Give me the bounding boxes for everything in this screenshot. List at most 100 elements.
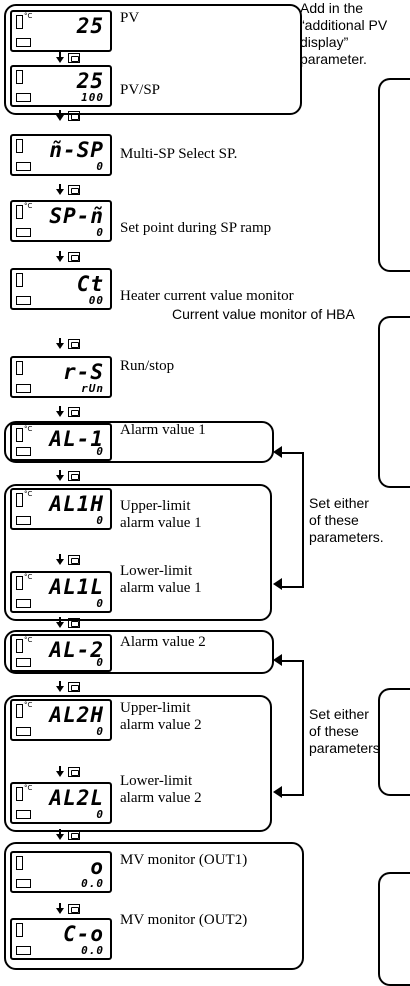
display-mv-out2: C-o 0.0 [10, 918, 112, 960]
label-upper-1: Upper-limit alarm value 1 [120, 498, 202, 531]
down-arrow-icon [56, 908, 64, 914]
indicator-lamps-bottom [16, 38, 31, 47]
display-top-value: AL1L [49, 575, 104, 599]
group-limit-alarm-2 [4, 695, 272, 832]
arrow-left-icon [273, 786, 282, 798]
indicator-lamps [16, 493, 23, 507]
display-bottom-value: 00 [88, 294, 104, 307]
connector [50, 406, 90, 421]
indicator-lamps-bottom [16, 93, 31, 102]
indicator-lamps [16, 139, 23, 153]
side-frame-4 [378, 872, 410, 986]
arrow-left-icon [273, 446, 282, 458]
display-top-value: o [90, 855, 104, 879]
display-heater-current: Ct 00 [10, 268, 112, 310]
group-mv-monitor [4, 842, 304, 970]
group-alarm-value-1 [4, 421, 274, 463]
display-top-value: AL-2 [49, 638, 104, 662]
group-alarm-value-2 [4, 630, 274, 674]
indicator-lamps [16, 70, 23, 84]
side-frame-3 [378, 688, 410, 796]
display-top-value: Ct [76, 272, 104, 296]
note-set-either-1: Set either of these parameters. [309, 495, 384, 545]
indicator-lamps [16, 639, 23, 653]
display-bottom-value: 0 [96, 656, 104, 669]
display-bottom-value: 100 [81, 91, 104, 104]
down-arrow-icon [56, 771, 64, 777]
connector [50, 829, 90, 844]
display-bottom-value: 0 [96, 445, 104, 458]
indicator-lamps-bottom [16, 599, 31, 608]
indicator-lamps-bottom [16, 658, 31, 667]
mode-key-icon [68, 53, 80, 63]
label-mv-out2: MV monitor (OUT2) [120, 912, 248, 928]
display-bottom-value: 0 [96, 725, 104, 738]
display-bottom-value: rUn [81, 382, 104, 395]
unit-label: °C [24, 202, 33, 210]
label-alarm-2: Alarm value 2 [120, 634, 206, 650]
display-bottom-value: 0 [96, 597, 104, 610]
indicator-lamps [16, 273, 23, 287]
label-alarm-1: Alarm value 1 [120, 422, 206, 438]
bracket-1 [282, 452, 304, 588]
connector [50, 184, 90, 199]
display-alarm-1: °C AL-1 0 [10, 423, 112, 461]
display-pv: °C 25 [10, 10, 112, 52]
down-arrow-icon [56, 189, 64, 195]
display-bottom-value: 0.0 [81, 877, 104, 890]
unit-label: °C [24, 12, 33, 20]
display-pv-sp: 25 100 [10, 65, 112, 107]
label-multi-sp: Multi-SP Select SP. [120, 146, 238, 162]
label-heater-current: Heater current value monitor [120, 288, 294, 304]
note-additional-pv: Add in the “additional PV display” param… [300, 0, 388, 67]
label-lower-2: Lower-limit alarm value 2 [120, 773, 202, 806]
indicator-lamps [16, 15, 23, 29]
display-bottom-value: 0 [96, 160, 104, 173]
display-bottom-value: 0 [96, 226, 104, 239]
unit-label: °C [24, 573, 33, 581]
down-arrow-icon [56, 256, 64, 262]
label-run-stop: Run/stop [120, 358, 175, 374]
indicator-lamps [16, 923, 23, 937]
display-lower-1: °C AL1L 0 [10, 571, 112, 613]
mode-key-icon [68, 471, 80, 481]
connector [50, 617, 90, 632]
indicator-lamps-bottom [16, 516, 31, 525]
display-top-value: AL2L [49, 786, 104, 810]
display-top-value: C-o [63, 922, 104, 946]
indicator-lamps-bottom [16, 162, 31, 171]
mode-key-icon [68, 111, 80, 121]
indicator-lamps-bottom [16, 879, 31, 888]
down-arrow-icon [56, 559, 64, 565]
mode-key-icon [68, 830, 80, 840]
unit-label: °C [24, 425, 33, 433]
display-upper-1: °C AL1H 0 [10, 488, 112, 530]
display-upper-2: °C AL2H 0 [10, 699, 112, 741]
down-arrow-icon [56, 343, 64, 349]
unit-label: °C [24, 784, 33, 792]
connector [50, 251, 90, 266]
mode-key-icon [68, 618, 80, 628]
note-set-either-2: Set either of these parameters [309, 706, 380, 756]
unit-label: °C [24, 490, 33, 498]
mode-key-icon [68, 555, 80, 565]
connector [50, 903, 90, 918]
down-arrow-icon [56, 57, 64, 63]
connector [50, 338, 90, 353]
display-top-value: AL-1 [49, 427, 104, 451]
mode-key-icon [68, 682, 80, 692]
mode-key-icon [68, 185, 80, 195]
connector [50, 681, 90, 696]
label-upper-2: Upper-limit alarm value 2 [120, 700, 202, 733]
side-frame-1 [378, 78, 410, 272]
label-lower-1: Lower-limit alarm value 1 [120, 563, 202, 596]
mode-key-icon [68, 339, 80, 349]
indicator-lamps-bottom [16, 946, 31, 955]
label-pv-sp: PV/SP [120, 82, 161, 98]
down-arrow-icon [56, 475, 64, 481]
arrow-left-icon [273, 654, 282, 666]
down-arrow-icon [56, 622, 64, 628]
label-sp-ramp: Set point during SP ramp [120, 220, 272, 236]
down-arrow-icon [56, 686, 64, 692]
display-top-value: 25 [76, 14, 104, 38]
